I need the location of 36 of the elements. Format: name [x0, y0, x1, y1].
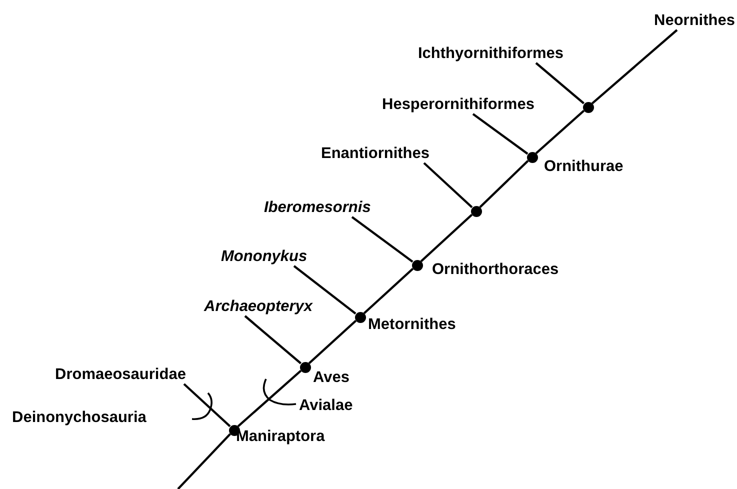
clade-label: Metornithes — [368, 316, 456, 334]
branch-line — [472, 113, 528, 155]
branch-node-dot — [354, 312, 366, 322]
clade-label: Ornithurae — [544, 158, 624, 176]
branch-node-dot — [582, 102, 594, 112]
taxon-label: Iberomesornis — [264, 199, 371, 217]
taxon-label: Archaeopteryx — [204, 298, 313, 316]
taxon-label: Dromaeosauridae — [55, 366, 186, 384]
taxon-label: Neornithes — [654, 12, 735, 30]
branch-node-dot — [526, 152, 538, 162]
branch-line — [479, 160, 529, 208]
branch-line — [363, 268, 414, 314]
branch-line — [308, 320, 357, 364]
branch-line — [293, 265, 356, 314]
clade-label: Ornithorthoraces — [432, 261, 559, 279]
branch-line — [420, 214, 473, 262]
taxon-label: Hesperornithiformes — [382, 96, 534, 114]
branch-line — [351, 216, 414, 263]
branch-node-dot — [470, 206, 482, 216]
clade-label: Deinonychosauria — [12, 409, 146, 427]
clade-label: Maniraptora — [236, 428, 325, 446]
branch-line — [535, 62, 584, 104]
branch-node-dot — [412, 260, 422, 270]
taxon-label: Enantiornithes — [321, 145, 430, 163]
branch-node-dot — [300, 362, 310, 372]
branch-line — [183, 383, 231, 428]
branch-line — [535, 110, 585, 154]
branch-line — [591, 29, 678, 104]
branch-line — [237, 370, 302, 428]
clade-label: Avialae — [299, 397, 353, 415]
clade-label: Aves — [313, 369, 350, 387]
branch-line — [423, 162, 473, 208]
taxon-label: Ichthyornithiformes — [418, 45, 564, 63]
branch-line — [177, 433, 231, 489]
taxon-label: Mononykus — [221, 248, 308, 266]
branch-line — [244, 315, 302, 364]
